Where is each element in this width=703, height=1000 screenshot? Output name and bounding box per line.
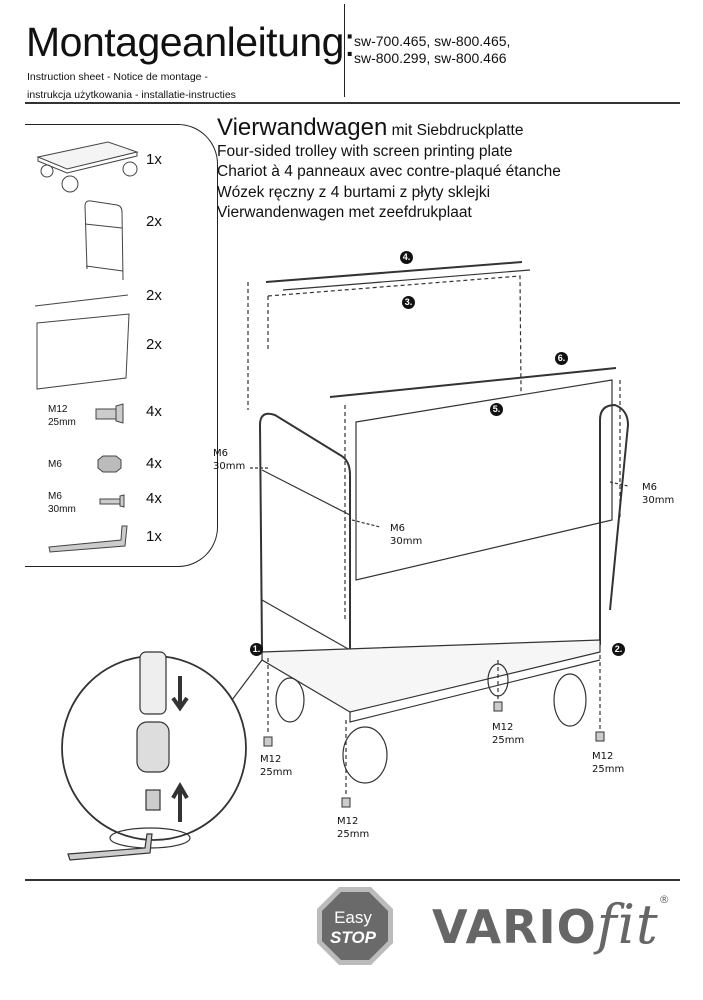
assembly-diagram bbox=[61, 261, 630, 861]
product-name-main: Vierwandwagen bbox=[217, 114, 388, 141]
size: M6 bbox=[390, 523, 405, 534]
easy-text: Easy bbox=[334, 908, 372, 927]
length: 25mm bbox=[592, 764, 625, 775]
side-frame-icon bbox=[84, 200, 124, 281]
variofit-logo: VARIOfit® bbox=[432, 893, 671, 956]
registered-mark: ® bbox=[658, 893, 671, 906]
parts-illustrations bbox=[34, 141, 139, 553]
models-line-1: sw-700.465, sw-800.465, bbox=[354, 33, 511, 49]
length: 30mm bbox=[642, 495, 675, 506]
length: 25mm bbox=[492, 735, 525, 746]
size: M12 bbox=[337, 816, 359, 827]
subtitle-line-2: instrukcja użytkowania - installatie-ins… bbox=[27, 89, 236, 101]
footer-rule bbox=[25, 879, 680, 881]
stop-text: STOP bbox=[330, 928, 377, 947]
product-name-pl: Wózek ręczny z 4 burtami z płyty sklejki bbox=[217, 183, 491, 201]
header-divider bbox=[344, 4, 345, 97]
page-title: Montageanleitung: bbox=[26, 19, 355, 65]
easystop-logo: Easy STOP bbox=[317, 887, 393, 965]
model-numbers: sw-700.465, sw-800.465, sw-800.299, sw-8… bbox=[354, 33, 510, 67]
step-number-6: 6. bbox=[555, 352, 568, 365]
step-number-4: 4. bbox=[400, 251, 413, 264]
product-name-nl: Vierwandenwagen met zeefdrukplaat bbox=[217, 204, 472, 221]
subtitle-line-1: Instruction sheet - Notice de montage - bbox=[27, 71, 208, 83]
size: M12 bbox=[260, 754, 282, 765]
screw-label-m12: M12 25mm bbox=[337, 815, 369, 841]
step-number-5: 5. bbox=[490, 403, 503, 416]
screw-label-m6: M6 30mm bbox=[213, 447, 245, 473]
part-qty: 1x bbox=[146, 151, 162, 168]
part-qty: 2x bbox=[146, 213, 162, 230]
length: 25mm bbox=[260, 767, 293, 778]
parts-list-box bbox=[25, 124, 218, 567]
product-heading: Vierwandwagen mit Siebdruckplatte Four-s… bbox=[217, 116, 561, 224]
size: M12 bbox=[492, 722, 514, 733]
product-name-en: Four-sided trolley with screen printing … bbox=[217, 142, 513, 160]
product-name-de: Vierwandwagen mit Siebdruckplatte bbox=[217, 116, 561, 142]
length: 30mm bbox=[390, 536, 423, 547]
size: M12 bbox=[592, 751, 614, 762]
part-size: M6 bbox=[48, 491, 62, 502]
screw-label-m12: M12 25mm bbox=[492, 721, 524, 747]
part-length: 25mm bbox=[48, 417, 76, 428]
screw-label-m12: M12 25mm bbox=[260, 753, 292, 779]
part-label: M6 bbox=[48, 458, 62, 471]
header-rule bbox=[25, 102, 680, 104]
product-name-suffix: mit Siebdruckplatte bbox=[387, 122, 524, 139]
part-length: 30mm bbox=[48, 504, 76, 515]
step-number-2: 2. bbox=[612, 643, 625, 656]
screw-m6-icon bbox=[99, 494, 125, 508]
part-label: M12 25mm bbox=[48, 403, 76, 429]
part-qty: 4x bbox=[146, 490, 162, 507]
part-qty: 2x bbox=[146, 336, 162, 353]
nut-m6-icon bbox=[97, 455, 122, 473]
part-qty: 4x bbox=[146, 455, 162, 472]
part-size: M12 bbox=[48, 404, 68, 415]
product-name-fr: Chariot à 4 panneaux avec contre-plaqué … bbox=[217, 163, 561, 180]
part-size: M6 bbox=[48, 459, 62, 470]
screw-m12-icon bbox=[95, 403, 124, 424]
screw-label-m6: M6 30mm bbox=[642, 481, 674, 507]
size: M6 bbox=[213, 448, 228, 459]
size: M6 bbox=[642, 482, 657, 493]
length: 30mm bbox=[213, 461, 246, 472]
step-number-3: 3. bbox=[402, 296, 415, 309]
length: 25mm bbox=[337, 829, 370, 840]
part-label: M6 30mm bbox=[48, 490, 76, 516]
part-qty: 1x bbox=[146, 528, 162, 545]
part-qty: 4x bbox=[146, 403, 162, 420]
allen-key-icon bbox=[48, 525, 128, 553]
rod-icon bbox=[34, 294, 129, 307]
step-number-1: 1. bbox=[250, 643, 263, 656]
screw-label-m6: M6 30mm bbox=[390, 522, 422, 548]
part-qty: 2x bbox=[146, 287, 162, 304]
fit-text: fit bbox=[596, 893, 659, 956]
trolley-base-icon bbox=[36, 141, 139, 193]
models-line-2: sw-800.299, sw-800.466 bbox=[354, 50, 507, 66]
screw-label-m12: M12 25mm bbox=[592, 750, 624, 776]
vario-text: VARIO bbox=[432, 900, 597, 954]
panel-icon bbox=[36, 313, 130, 390]
